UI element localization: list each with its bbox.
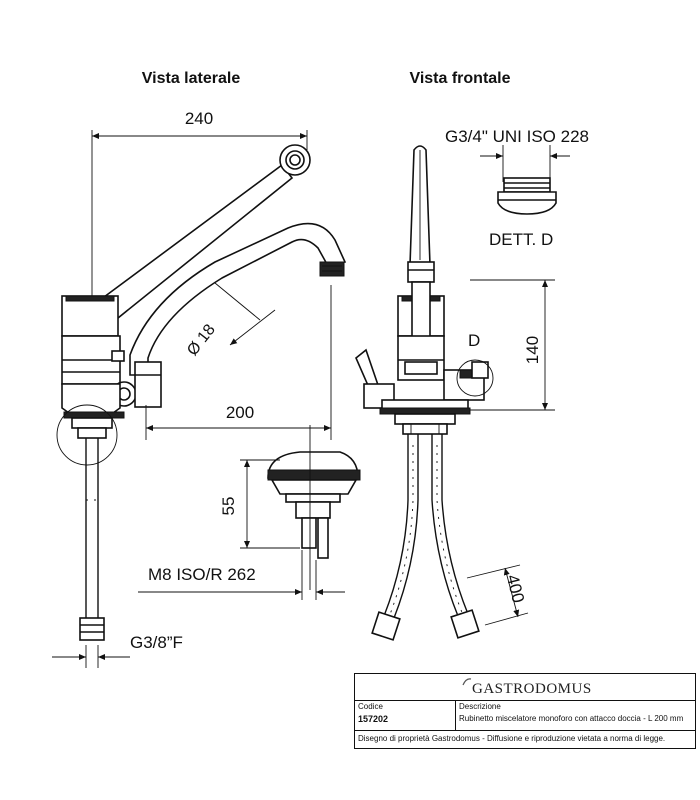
ownership-notice: Disegno di proprietà Gastrodomus - Diffu… (358, 734, 666, 743)
dim-g38f: G3/8”F (130, 633, 183, 652)
logo-row: GASTRODOMUS (355, 674, 695, 701)
code-value: 157202 (358, 714, 389, 724)
side-view: 240 Ø 18 (52, 109, 347, 668)
description-cell: Descrizione Rubinetto miscelatore monofo… (456, 700, 695, 730)
dim-240: 240 (185, 109, 213, 128)
description-label: Descrizione (459, 702, 501, 711)
dim-g34-uni-iso: G3/4" UNI ISO 228 (445, 127, 589, 146)
front-view: D 140 400 G3/4" UNI ISO 228 (355, 127, 589, 641)
dim-140: 140 (523, 336, 542, 364)
brand-swoosh-icon (462, 678, 472, 686)
dim-55: 55 (219, 497, 238, 516)
title-block: GASTRODOMUS Codice 157202 Descrizione Ru… (354, 673, 696, 749)
detail-d-label: DETT. D (489, 230, 553, 249)
label-d: D (468, 331, 480, 350)
dim-200: 200 (226, 403, 254, 422)
side-view-title: Vista laterale (142, 70, 241, 87)
code-label: Codice (358, 702, 383, 711)
code-cell: Codice 157202 (355, 700, 456, 730)
front-view-title: Vista frontale (409, 70, 510, 87)
dim-diameter-18: Ø 18 (184, 321, 219, 359)
base-detail: 55 M8 ISO/R 262 (138, 425, 361, 600)
dim-m8-iso: M8 ISO/R 262 (148, 565, 256, 584)
description-value: Rubinetto miscelatore monoforo con attac… (459, 714, 684, 723)
dim-400: 400 (503, 573, 528, 605)
code-row: Codice 157202 Descrizione Rubinetto misc… (355, 700, 695, 731)
brand-name: GASTRODOMUS (472, 681, 592, 697)
